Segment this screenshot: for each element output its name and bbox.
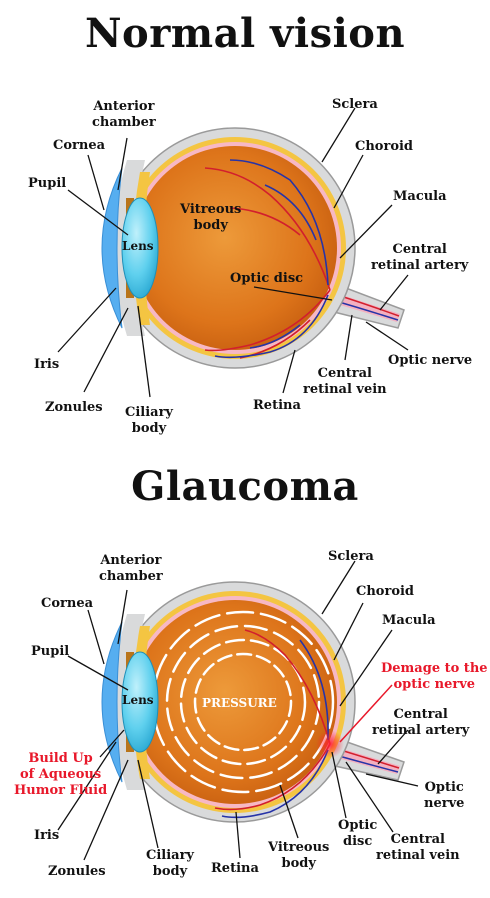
build-up-line2: of Aqueous [20,767,102,782]
central-retinal-artery-line2: retinal artery [371,258,469,273]
g-central-retinal-artery-line1: Central [393,707,448,722]
glaucoma-vitreous-body-label: Vitreous body [268,840,329,872]
normal-retina-label: Retina [253,398,301,413]
glaucoma-title: Glaucoma [131,463,359,510]
glaucoma-choroid-label: Choroid [356,584,415,599]
normal-optic-nerve-label: Optic nerve [388,353,473,368]
g-central-retinal-vein-line2: retinal vein [376,848,460,863]
glaucoma-cornea-label: Cornea [41,596,94,611]
glaucoma-central-retinal-artery-label: Central retinal artery [372,707,469,739]
g-ciliary-body-line2: body [152,864,188,879]
g-anterior-chamber-line1: Anterior [100,553,162,568]
glaucoma-cornea-shape [101,621,123,783]
normal-leader-lines [57,107,409,398]
build-up-aqueous-label: Build Up of Aqueous Humor Fluid [14,751,107,799]
normal-pupil-label: Pupil [28,176,67,191]
build-up-line1: Build Up [28,751,93,766]
g-optic-disc-line1: Optic [338,818,378,833]
damage-leader-line [339,684,393,743]
normal-sclera-label: Sclera [332,97,378,112]
glaucoma-anterior-chamber-label: Anterior chamber [99,553,163,585]
glaucoma-vitreous-body [133,600,337,804]
normal-ciliary-body-label: Ciliary body [125,405,173,437]
g-optic-nerve-line1: Optic [424,780,464,795]
glaucoma-zonules-label: Zonules [48,864,106,879]
glaucoma-optic-nerve-label: Optic nerve [424,780,464,812]
g-optic-disc-line2: disc [343,834,373,849]
normal-iris-label: Iris [34,357,60,372]
retinal-vessels [204,159,331,359]
damage-optic-nerve-label: Demage to the optic nerve [381,661,488,693]
glaucoma-ciliary-body-label: Ciliary body [146,848,194,880]
glaucoma-retina-label: Retina [211,861,259,876]
damage-line2: optic nerve [393,677,476,692]
pressure-label: PRESSURE [202,696,277,710]
ciliary-body-line2: body [131,421,167,436]
glaucoma-lens-shape [121,651,159,753]
anterior-chamber-line2: chamber [92,115,156,130]
glaucoma-eye [57,560,419,861]
vitreous-body-line1: Vitreous [180,202,242,217]
normal-optic-disc-label: Optic disc [230,271,304,286]
vitreous-body-line2: body [193,218,228,233]
cornea-shape [101,167,123,329]
g-vitreous-body-line1: Vitreous [268,840,330,855]
g-optic-nerve-line2: nerve [424,796,465,811]
g-central-retinal-artery-line2: retinal artery [372,723,470,738]
g-ciliary-body-line1: Ciliary [146,848,194,863]
g-vitreous-body-line2: body [281,856,316,871]
ciliary-body-line1: Ciliary [125,405,173,420]
normal-central-retinal-vein-label: Central retinal vein [303,366,387,398]
g-anterior-chamber-line2: chamber [99,569,163,584]
normal-choroid-label: Choroid [355,139,414,154]
damage-line1: Demage to the [381,661,488,676]
lens-shape [121,197,159,299]
glaucoma-optic-disc-label: Optic disc [338,818,377,850]
vitreous-body [133,146,337,350]
normal-vision-title: Normal vision [84,10,406,57]
glaucoma-macula-label: Macula [382,613,436,628]
central-retinal-vein-line2: retinal vein [303,382,387,397]
normal-macula-label: Macula [393,189,447,204]
optic-disc-damage-glow [316,730,344,758]
normal-zonules-label: Zonules [45,400,103,415]
glaucoma-lens-label: Lens [122,693,154,707]
normal-eye [57,107,409,398]
normal-central-retinal-artery-label: Central retinal artery [371,242,468,274]
normal-anterior-chamber-label: Anterior chamber [92,99,156,131]
glaucoma-pupil-label: Pupil [31,644,70,659]
central-retinal-artery-line1: Central [392,242,447,257]
normal-vitreous-body-label: Vitreous body [180,202,241,234]
normal-lens-label: Lens [122,239,154,253]
glaucoma-central-retinal-vein-label: Central retinal vein [376,832,460,864]
glaucoma-retinal-vessels [214,629,331,819]
anterior-chamber-line1: Anterior [93,99,155,114]
build-up-line3: Humor Fluid [14,783,108,798]
g-central-retinal-vein-line1: Central [390,832,445,847]
normal-cornea-label: Cornea [53,138,106,153]
central-retinal-vein-line1: Central [317,366,372,381]
glaucoma-sclera-label: Sclera [328,549,374,564]
glaucoma-iris-label: Iris [34,828,60,843]
glaucoma-leader-lines [57,560,419,861]
